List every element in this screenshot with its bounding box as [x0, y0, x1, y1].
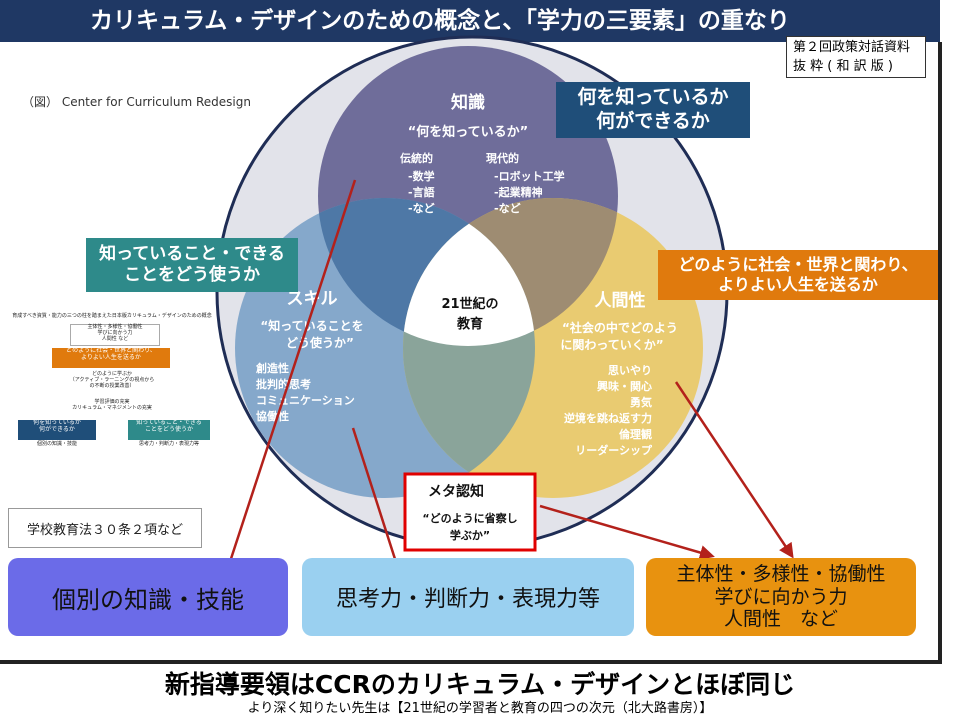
- center-overlap: [403, 198, 535, 346]
- mini-left-blue-1: 何ができるか: [39, 425, 75, 433]
- reference-line-2: 抜 粋 ( 和 訳 版 ): [793, 59, 893, 74]
- meta-box: [403, 472, 537, 552]
- skill-item-2: コミュニケーション: [256, 394, 355, 407]
- skill-item-3: 協働性: [256, 409, 289, 423]
- character-item-4: 倫理観: [619, 427, 652, 441]
- knowledge-traditional-3: -など: [408, 202, 435, 215]
- character-box-line-1: 学びに向かう力: [714, 585, 848, 608]
- mini-middle: どのように学ぶか （アクティブ・ラーニングの視点から の不断の授業改善）: [64, 371, 160, 398]
- law-reference-box: 学校教育法３０条２項など: [8, 508, 202, 548]
- mini-left-caption: 個別の知識・技能: [36, 441, 77, 447]
- mini-diagram: 育成すべき資質・能力の三つの柱を踏まえた日本版カリキュラム・デザインのための概念…: [8, 313, 216, 456]
- knowledge-modern-0: 現代的: [486, 151, 519, 165]
- character-item-5: リーダーシップ: [575, 443, 653, 457]
- mini-right-caption: 思考力・判断力・表現力等: [138, 441, 199, 447]
- mini-top-1: 学びに向かう力: [97, 329, 133, 336]
- character-item-2: 勇気: [630, 395, 652, 409]
- character-tag-line-1: よりよい人生を送るか: [718, 275, 878, 294]
- mini-right-teal-1: ことをどう使うか: [144, 425, 193, 433]
- subcaption: より深く知りたい先生は【21世紀の学習者と教育の四つの次元（北大路書房）】: [247, 701, 713, 716]
- mini-orange-1: よりよい人生を送るか: [81, 353, 141, 361]
- skill-question-0: “知っていることを: [260, 318, 363, 333]
- thinking-judgment-box: 思考力・判断力・表現力等: [302, 558, 634, 636]
- knowledge-skills-box: 個別の知識・技能: [8, 558, 288, 636]
- mini-left-blue-0: 何を知っているか: [33, 419, 81, 426]
- mini-left-blue: 何を知っているか 何ができるか: [18, 419, 96, 440]
- mini-eval-0: 学習評価の充実: [94, 399, 130, 405]
- knowledge-modern-2: -起業精神: [494, 185, 543, 199]
- character-question-1: に関わっていくか”: [560, 338, 663, 352]
- character-item-1: 興味・関心: [597, 379, 652, 393]
- center-label-0: 21世紀の: [441, 296, 498, 312]
- knowledge-traditional-1: -数学: [408, 169, 435, 183]
- skill-item-0: 創造性: [255, 361, 289, 375]
- reference-box: 第２回政策対話資料 抜 粋 ( 和 訳 版 ): [786, 36, 926, 78]
- knowledge-tag-line-0: 何を知っているか: [577, 86, 729, 109]
- mini-orange-box: どのように社会・世界と関わり、 よりよい人生を送るか: [52, 347, 170, 368]
- knowledge-question-tag: 何を知っているか何ができるか: [556, 82, 750, 138]
- skill-question-tag: 知っていること・できることをどう使うか: [86, 238, 298, 292]
- mini-middle-2: の不断の授業改善）: [89, 382, 135, 389]
- mini-top-2: 人間性 など: [101, 335, 129, 342]
- skill-item-1: 批判的思考: [256, 377, 311, 391]
- skill-title: スキル: [287, 289, 338, 309]
- character-title: 人間性: [595, 290, 646, 311]
- character-item-0: 思いやり: [608, 364, 652, 377]
- mini-orange-0: どのように社会・世界と関わり、: [66, 347, 156, 354]
- caption: 新指導要領はCCRのカリキュラム・デザインとほぼ同じ: [164, 670, 796, 699]
- slide-frame: [0, 42, 942, 664]
- arrow-meta: [539, 504, 715, 560]
- character-question-0: “社会の中でどのよう: [562, 320, 678, 335]
- meta-question-1: 学ぶか”: [450, 528, 490, 542]
- meta-title: メタ認知: [428, 483, 484, 500]
- meta-question-0: “どのように省察し: [422, 511, 517, 525]
- character-box-line-0: 主体性・多様性・協働性: [676, 562, 886, 585]
- character-question-tag: どのように社会・世界と関わり、よりよい人生を送るか: [658, 250, 938, 300]
- character-box-line-2: 人間性 など: [723, 608, 838, 631]
- mini-header: 育成すべき資質・能力の三つの柱を踏まえた日本版カリキュラム・デザインのための概念: [12, 313, 212, 319]
- character-tag-line-0: どのように社会・世界と関わり、: [678, 255, 918, 274]
- center-label-1: 教育: [456, 316, 483, 332]
- skill-tag-line-0: 知っていること・できる: [99, 243, 285, 264]
- knowledge-modern-1: -ロボット工学: [494, 169, 565, 183]
- knowledge-traditional-0: 伝統的: [400, 151, 433, 165]
- mini-right-teal-0: 知っていること・できる: [136, 419, 202, 426]
- knowledge-question: “何を知っているか”: [408, 124, 528, 140]
- knowledge-tag-line-1: 何ができるか: [596, 110, 710, 132]
- knowledge-traditional-2: -言語: [408, 185, 435, 199]
- arrow-knowledge: [222, 179, 357, 577]
- character-item-3: 逆境を跳ね返す力: [564, 411, 652, 425]
- knowledge-title: 知識: [450, 92, 485, 113]
- character-attitude-box: 主体性・多様性・協働性 学びに向かう力 人間性 など: [646, 558, 916, 636]
- mini-right-teal: 知っていること・できる ことをどう使うか: [128, 419, 210, 440]
- arrow-character: [674, 381, 794, 559]
- reference-line-1: 第２回政策対話資料: [793, 40, 911, 55]
- mini-eval-1: カリキュラム・マネジメントの充実: [72, 404, 152, 411]
- slide-title: カリキュラム・デザインのための概念と、「学力の三要素」の重なり: [0, 0, 940, 42]
- mini-middle-0: どのように学ぶか: [91, 371, 132, 377]
- skill-question-1: どう使うか”: [286, 335, 354, 350]
- mini-eval: 学習評価の充実 カリキュラム・マネジメントの充実: [64, 399, 160, 416]
- mini-top-box: 主体性・多様性・協働性 学びに向かう力 人間性 など: [70, 324, 160, 346]
- source-label: （図） Center for Curriculum Redesign: [22, 95, 251, 109]
- mini-middle-1: （アクティブ・ラーニングの視点から: [69, 376, 155, 383]
- mini-top-0: 主体性・多様性・協働性: [87, 324, 143, 330]
- knowledge-modern-3: -など: [494, 202, 521, 215]
- skill-tag-line-1: ことをどう使うか: [124, 265, 260, 285]
